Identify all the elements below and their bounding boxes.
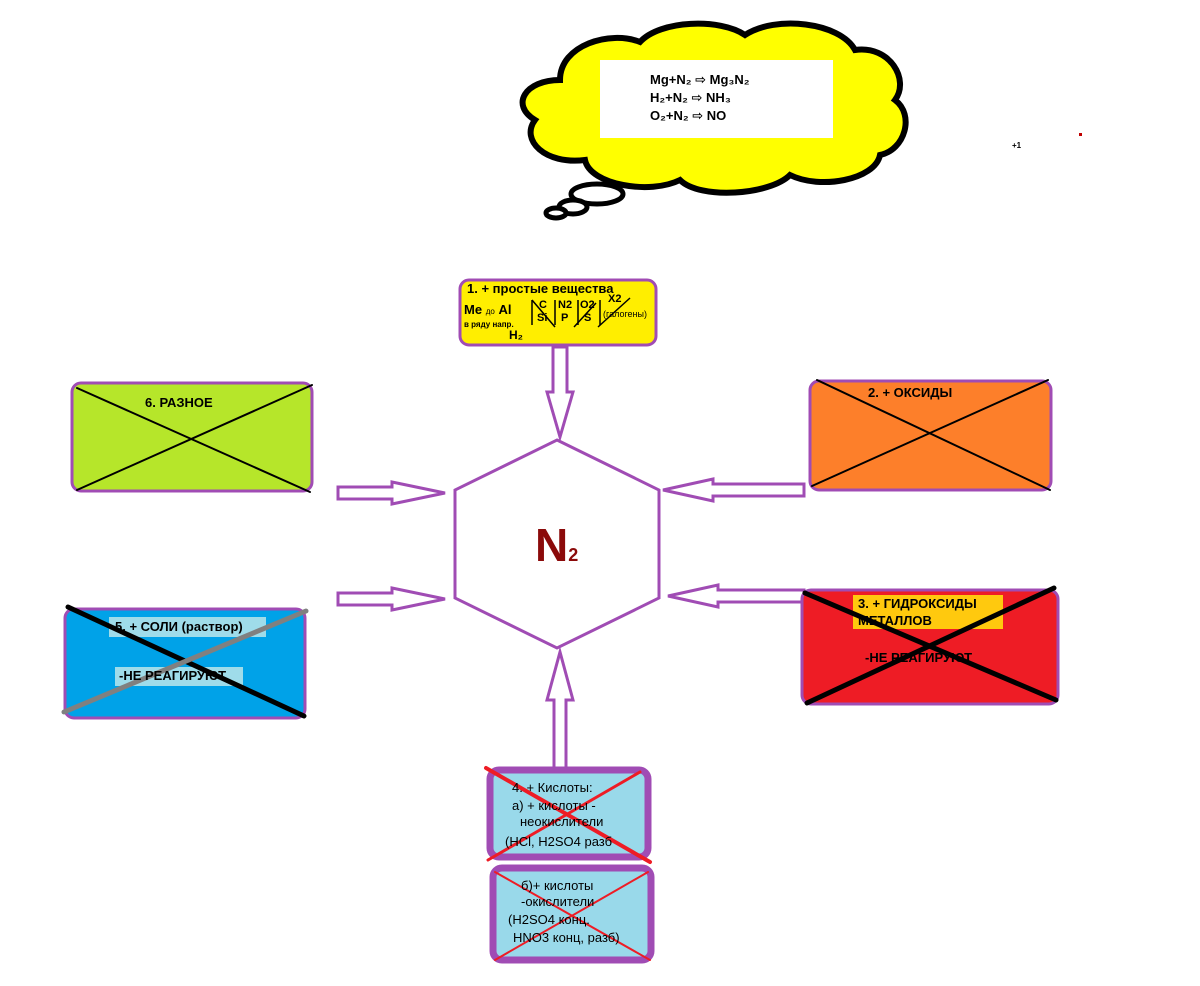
box6-bg: [70, 381, 314, 493]
arrow-from-right-lower: [667, 583, 806, 609]
box6-cross-b: [76, 384, 313, 491]
box1-s: S: [584, 312, 592, 324]
box4b-line3: (H2SO4 конц.: [508, 912, 590, 927]
box1-si: Si: [537, 312, 548, 324]
box4a-line2: а) + кислоты -: [512, 798, 596, 813]
box2-title: 2. + ОКСИДЫ: [868, 385, 953, 400]
box4a-line1: 4. + Кислоты:: [512, 780, 593, 795]
equation-o2: O₂+N₂ ⇨ NO: [650, 108, 727, 123]
center-formula: N2: [535, 519, 579, 571]
box4b-line2: -окислители: [521, 894, 595, 909]
box1-c: C: [539, 299, 547, 311]
box1-metal: Me до Al: [464, 302, 512, 317]
side-mark: +1: [1012, 141, 1022, 150]
equation-h2: H₂+N₂ ⇨ NH₃: [650, 90, 731, 105]
equation-mg: Mg+N₂ ⇨ Mg₃N₂: [650, 72, 750, 87]
box1-x2: X2: [608, 293, 622, 305]
arrow-from-bottom: [545, 646, 575, 772]
thought-dot-small: [543, 205, 569, 221]
equations-panel: [600, 60, 833, 138]
box1-p: P: [561, 312, 569, 324]
thought-bubble: [519, 20, 909, 221]
arrow-from-left-lower: [336, 586, 446, 612]
box1-title: 1. + простые вещества: [467, 281, 614, 296]
box4a-line3: неокислители: [520, 814, 604, 829]
box5-note: -НЕ РЕАГИРУЮТ: [119, 668, 227, 683]
box1-row-note: в ряду напр.: [464, 320, 514, 329]
thought-dot-large: [568, 181, 626, 207]
arrow-from-right-upper: [662, 477, 806, 503]
box1-halogens: (галогены): [603, 309, 647, 319]
box6-cross-a: [76, 387, 311, 493]
box4b-cross-b: [494, 871, 649, 961]
box1-h2: H₂: [509, 328, 523, 342]
c-strike: [531, 299, 556, 328]
box2-cross-b: [811, 379, 1049, 487]
box4a-cross-b: [486, 770, 642, 862]
box5-title-bg: [109, 617, 266, 637]
box6-title: 6. РАЗНОЕ: [145, 395, 213, 410]
arrow-from-left-upper: [336, 480, 446, 506]
box3-title-line1: 3. + ГИДРОКСИДЫ: [858, 596, 977, 611]
box3-title-line2: МЕТАЛЛОВ: [858, 613, 932, 628]
box1-n2: N2: [558, 299, 573, 311]
stray-dot: [1079, 133, 1082, 136]
x2-strike: [597, 297, 631, 328]
arrow-from-top: [545, 345, 575, 443]
box2-cross-a: [816, 379, 1051, 491]
box3-note: -НЕ РЕАГИРУЮТ: [865, 650, 973, 665]
box5-cross-b: [61, 608, 309, 715]
box4b-line1: б)+ кислоты: [521, 878, 594, 893]
box4b-line4: HNO3 конц, разб): [513, 930, 620, 945]
nitrogen-hexagon: [453, 438, 661, 650]
box4a-line4: (HCl, H2SO4 разб: [505, 834, 613, 849]
box3-cross-b: [804, 585, 1057, 706]
box1-o2: O2: [580, 299, 595, 311]
box1-bg: [458, 278, 658, 347]
box5-title: 5. + СОЛИ (раствор): [115, 619, 243, 634]
